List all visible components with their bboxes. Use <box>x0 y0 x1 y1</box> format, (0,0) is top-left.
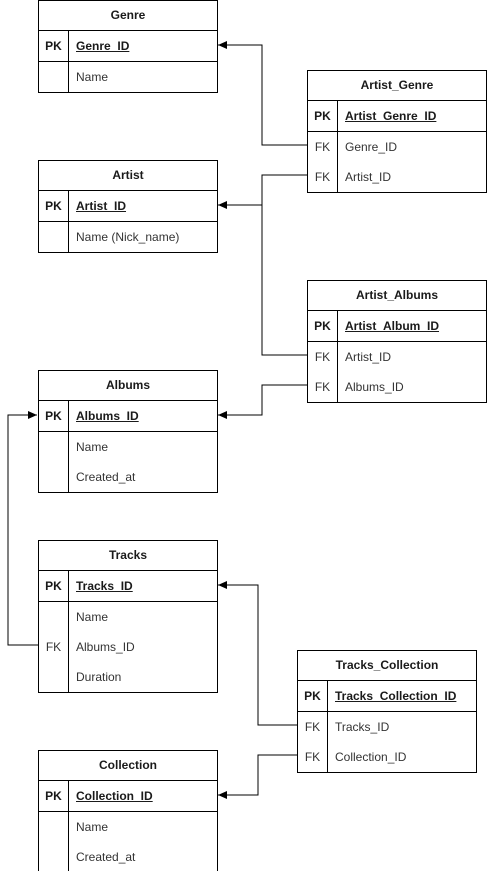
key-cell <box>39 662 69 692</box>
field-name: Albums_ID <box>76 640 135 654</box>
table-row: Name <box>39 62 217 92</box>
field-name: Name <box>76 610 109 624</box>
entity-tracks[interactable]: Tracks PK Tracks_ID Name FK Albums_ID Du… <box>38 540 218 693</box>
key-cell: FK <box>39 632 69 662</box>
relation-tracks-collection-to-tracks <box>218 581 297 726</box>
field-name: Name <box>76 440 109 454</box>
relation-artist-albums-to-albums <box>218 384 307 419</box>
field-name: Duration <box>76 670 122 684</box>
table-row: Name <box>39 812 217 842</box>
table-row: FK Artist_ID <box>308 162 486 192</box>
table-row: Created_at <box>39 842 217 871</box>
field-name: Created_at <box>76 850 136 864</box>
table-row: PK Artist_ID <box>39 191 217 222</box>
key-cell: PK <box>298 681 328 711</box>
key-cell: FK <box>308 162 338 192</box>
field-name: Tracks_ID <box>76 579 133 593</box>
key-cell <box>39 222 69 252</box>
entity-genre[interactable]: Genre PK Genre_ID Name <box>38 0 218 93</box>
entity-title: Tracks_Collection <box>298 651 476 681</box>
key-cell <box>39 602 69 632</box>
field-name: Collection_ID <box>335 750 407 764</box>
key-cell: PK <box>39 191 69 221</box>
entity-title: Genre <box>39 1 217 31</box>
key-cell: PK <box>39 571 69 601</box>
table-row: Name <box>39 602 217 632</box>
key-cell: PK <box>39 31 69 61</box>
key-cell: PK <box>308 101 338 131</box>
key-cell <box>39 62 69 92</box>
key-cell: FK <box>308 342 338 372</box>
entity-tracks-collection[interactable]: Tracks_Collection PK Tracks_Collection_I… <box>297 650 477 773</box>
entity-title: Artist <box>39 161 217 191</box>
key-cell: FK <box>308 372 338 402</box>
field-name: Name <box>76 70 109 84</box>
table-row: FK Tracks_ID <box>298 712 476 742</box>
relation-tracks-collection-to-collection <box>218 754 297 799</box>
field-name: Artist_ID <box>345 170 392 184</box>
entity-albums[interactable]: Albums PK Albums_ID Name Created_at <box>38 370 218 493</box>
table-row: Duration <box>39 662 217 692</box>
field-name: Albums_ID <box>345 380 404 394</box>
table-row: Name (Nick_name) <box>39 222 217 252</box>
key-cell: PK <box>308 311 338 341</box>
table-row: Created_at <box>39 462 217 492</box>
table-row: FK Artist_ID <box>308 342 486 372</box>
entity-title: Tracks <box>39 541 217 571</box>
field-name: Name (Nick_name) <box>76 230 180 244</box>
field-name: Artist_Album_ID <box>345 319 440 333</box>
field-name: Artist_ID <box>76 199 127 213</box>
table-row: FK Genre_ID <box>308 132 486 162</box>
key-cell: FK <box>308 132 338 162</box>
relation-artist-albums-to-artist <box>261 205 307 356</box>
table-row: FK Collection_ID <box>298 742 476 772</box>
relation-artist-genre-to-genre <box>218 41 307 146</box>
entity-title: Collection <box>39 751 217 781</box>
key-cell: FK <box>298 712 328 742</box>
field-name: Created_at <box>76 470 136 484</box>
key-cell <box>39 842 69 871</box>
table-row: Name <box>39 432 217 462</box>
table-row: FK Albums_ID <box>39 632 217 662</box>
key-cell: PK <box>39 401 69 431</box>
key-cell: FK <box>298 742 328 772</box>
table-row: PK Collection_ID <box>39 781 217 812</box>
field-name: Genre_ID <box>76 39 130 53</box>
entity-title: Artist_Genre <box>308 71 486 101</box>
field-name: Collection_ID <box>76 789 153 803</box>
key-cell <box>39 812 69 842</box>
table-row: PK Albums_ID <box>39 401 217 432</box>
key-cell: PK <box>39 781 69 811</box>
entity-title: Albums <box>39 371 217 401</box>
relation-artist-genre-to-artist <box>218 174 307 209</box>
key-cell <box>39 432 69 462</box>
entity-artist-genre[interactable]: Artist_Genre PK Artist_Genre_ID FK Genre… <box>307 70 487 193</box>
table-row: PK Tracks_Collection_ID <box>298 681 476 712</box>
entity-collection[interactable]: Collection PK Collection_ID Name Created… <box>38 750 218 871</box>
table-row: FK Albums_ID <box>308 372 486 402</box>
field-name: Name <box>76 820 109 834</box>
field-name: Artist_ID <box>345 350 392 364</box>
table-row: PK Artist_Album_ID <box>308 311 486 342</box>
field-name: Tracks_Collection_ID <box>335 689 457 703</box>
table-row: PK Genre_ID <box>39 31 217 62</box>
entity-artist[interactable]: Artist PK Artist_ID Name (Nick_name) <box>38 160 218 253</box>
field-name: Artist_Genre_ID <box>345 109 437 123</box>
field-name: Genre_ID <box>345 140 398 154</box>
key-cell <box>39 462 69 492</box>
entity-artist-albums[interactable]: Artist_Albums PK Artist_Album_ID FK Arti… <box>307 280 487 403</box>
relation-tracks-to-albums <box>7 411 38 646</box>
table-row: PK Artist_Genre_ID <box>308 101 486 132</box>
field-name: Tracks_ID <box>335 720 390 734</box>
table-row: PK Tracks_ID <box>39 571 217 602</box>
entity-title: Artist_Albums <box>308 281 486 311</box>
field-name: Albums_ID <box>76 409 139 423</box>
